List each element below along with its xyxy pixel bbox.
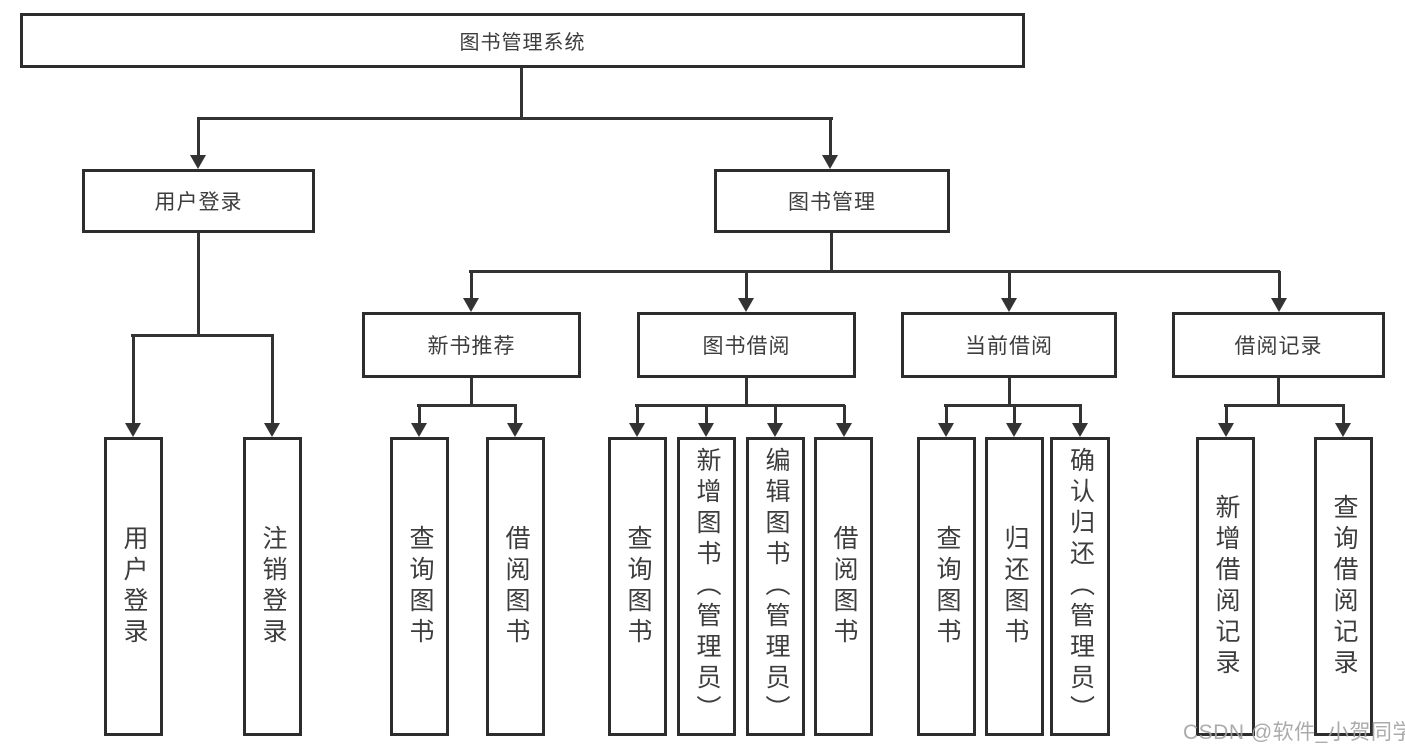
arrow-down-icon	[1271, 271, 1287, 312]
node-user-login: 用户登录	[82, 169, 315, 233]
leaf-query-books-borrowing-label: 查询图书	[624, 524, 652, 649]
node-book-borrowing: 图书借阅	[637, 312, 856, 378]
leaf-user-login: 用户登录	[104, 437, 163, 736]
leaf-add-borrow-record: 新增借阅记录	[1196, 437, 1255, 736]
leaf-edit-book-admin: 编辑图书（管理员）	[746, 437, 805, 736]
leaf-query-books-current: 查询图书	[917, 437, 976, 736]
arrow-down-icon	[767, 405, 783, 437]
arrow-down-icon	[507, 405, 523, 437]
leaf-edit-book-admin-label: 编辑图书（管理员）	[762, 447, 790, 726]
node-new-book-recommend: 新书推荐	[362, 312, 581, 378]
connector-line	[131, 334, 274, 337]
arrow-down-icon	[738, 271, 754, 312]
arrow-down-icon	[411, 405, 427, 437]
arrow-down-icon	[1218, 405, 1234, 437]
leaf-user-login-label: 用户登录	[120, 524, 148, 649]
node-root-label: 图书管理系统	[459, 32, 586, 54]
csdn-watermark: CSDN @软件_小贺同学	[1183, 721, 1405, 744]
node-book-management: 图书管理	[714, 169, 950, 233]
arrow-down-icon	[1335, 405, 1351, 437]
node-book-borrowing-label: 图书借阅	[702, 335, 791, 358]
arrow-down-icon	[125, 335, 141, 437]
leaf-borrow-books-2: 借阅图书	[814, 437, 873, 736]
arrow-down-icon	[1072, 405, 1088, 437]
arrow-down-icon	[463, 271, 479, 312]
node-borrowing-records-label: 借阅记录	[1234, 335, 1323, 358]
connector-line	[635, 404, 845, 407]
connector-line	[469, 270, 1280, 273]
connector-line	[830, 233, 833, 272]
leaf-logout-label: 注销登录	[259, 524, 287, 649]
node-root: 图书管理系统	[20, 13, 1025, 68]
connector-line	[745, 378, 748, 405]
leaf-borrow-books-2-label: 借阅图书	[830, 524, 858, 649]
leaf-query-books-borrowing: 查询图书	[608, 437, 667, 736]
leaf-query-borrow-record-label: 查询借阅记录	[1330, 493, 1358, 680]
leaf-return-book-label: 归还图书	[1001, 524, 1029, 649]
node-new-book-recommend-label: 新书推荐	[427, 335, 516, 358]
node-current-borrowing: 当前借阅	[901, 312, 1117, 378]
connector-line	[417, 404, 517, 407]
connector-line	[520, 68, 523, 118]
node-user-login-label: 用户登录	[154, 191, 243, 214]
leaf-query-books-recommend: 查询图书	[390, 437, 449, 736]
connector-line	[197, 233, 200, 336]
leaf-borrow-books-recommend-label: 借阅图书	[502, 524, 530, 649]
arrow-down-icon	[698, 405, 714, 437]
connector-line	[1277, 378, 1280, 405]
leaf-confirm-return-admin-label: 确认归还（管理员）	[1066, 447, 1095, 726]
leaf-logout: 注销登录	[243, 437, 302, 736]
connector-line	[1224, 404, 1345, 407]
arrow-down-icon	[836, 405, 852, 437]
leaf-add-book-admin-label: 新增图书（管理员）	[693, 447, 721, 726]
node-book-management-label: 图书管理	[788, 191, 876, 214]
arrow-down-icon	[1006, 405, 1022, 437]
leaf-return-book: 归还图书	[985, 437, 1044, 736]
leaf-query-books-recommend-label: 查询图书	[406, 524, 434, 649]
connector-line	[197, 117, 833, 120]
leaf-query-borrow-record: 查询借阅记录	[1314, 437, 1373, 736]
arrow-down-icon	[938, 405, 954, 437]
leaf-confirm-return-admin: 确认归还（管理员）	[1050, 437, 1110, 736]
node-current-borrowing-label: 当前借阅	[965, 335, 1053, 358]
arrow-down-icon	[1001, 271, 1017, 312]
connector-line	[470, 378, 473, 405]
arrow-down-icon	[822, 118, 838, 169]
leaf-query-books-current-label: 查询图书	[933, 524, 961, 649]
leaf-add-book-admin: 新增图书（管理员）	[677, 437, 736, 736]
arrow-down-icon	[190, 118, 206, 169]
arrow-down-icon	[264, 335, 280, 437]
arrow-down-icon	[629, 405, 645, 437]
leaf-borrow-books-recommend: 借阅图书	[486, 437, 545, 736]
node-borrowing-records: 借阅记录	[1172, 312, 1385, 378]
connector-line	[1008, 378, 1011, 405]
leaf-add-borrow-record-label: 新增借阅记录	[1212, 493, 1240, 680]
